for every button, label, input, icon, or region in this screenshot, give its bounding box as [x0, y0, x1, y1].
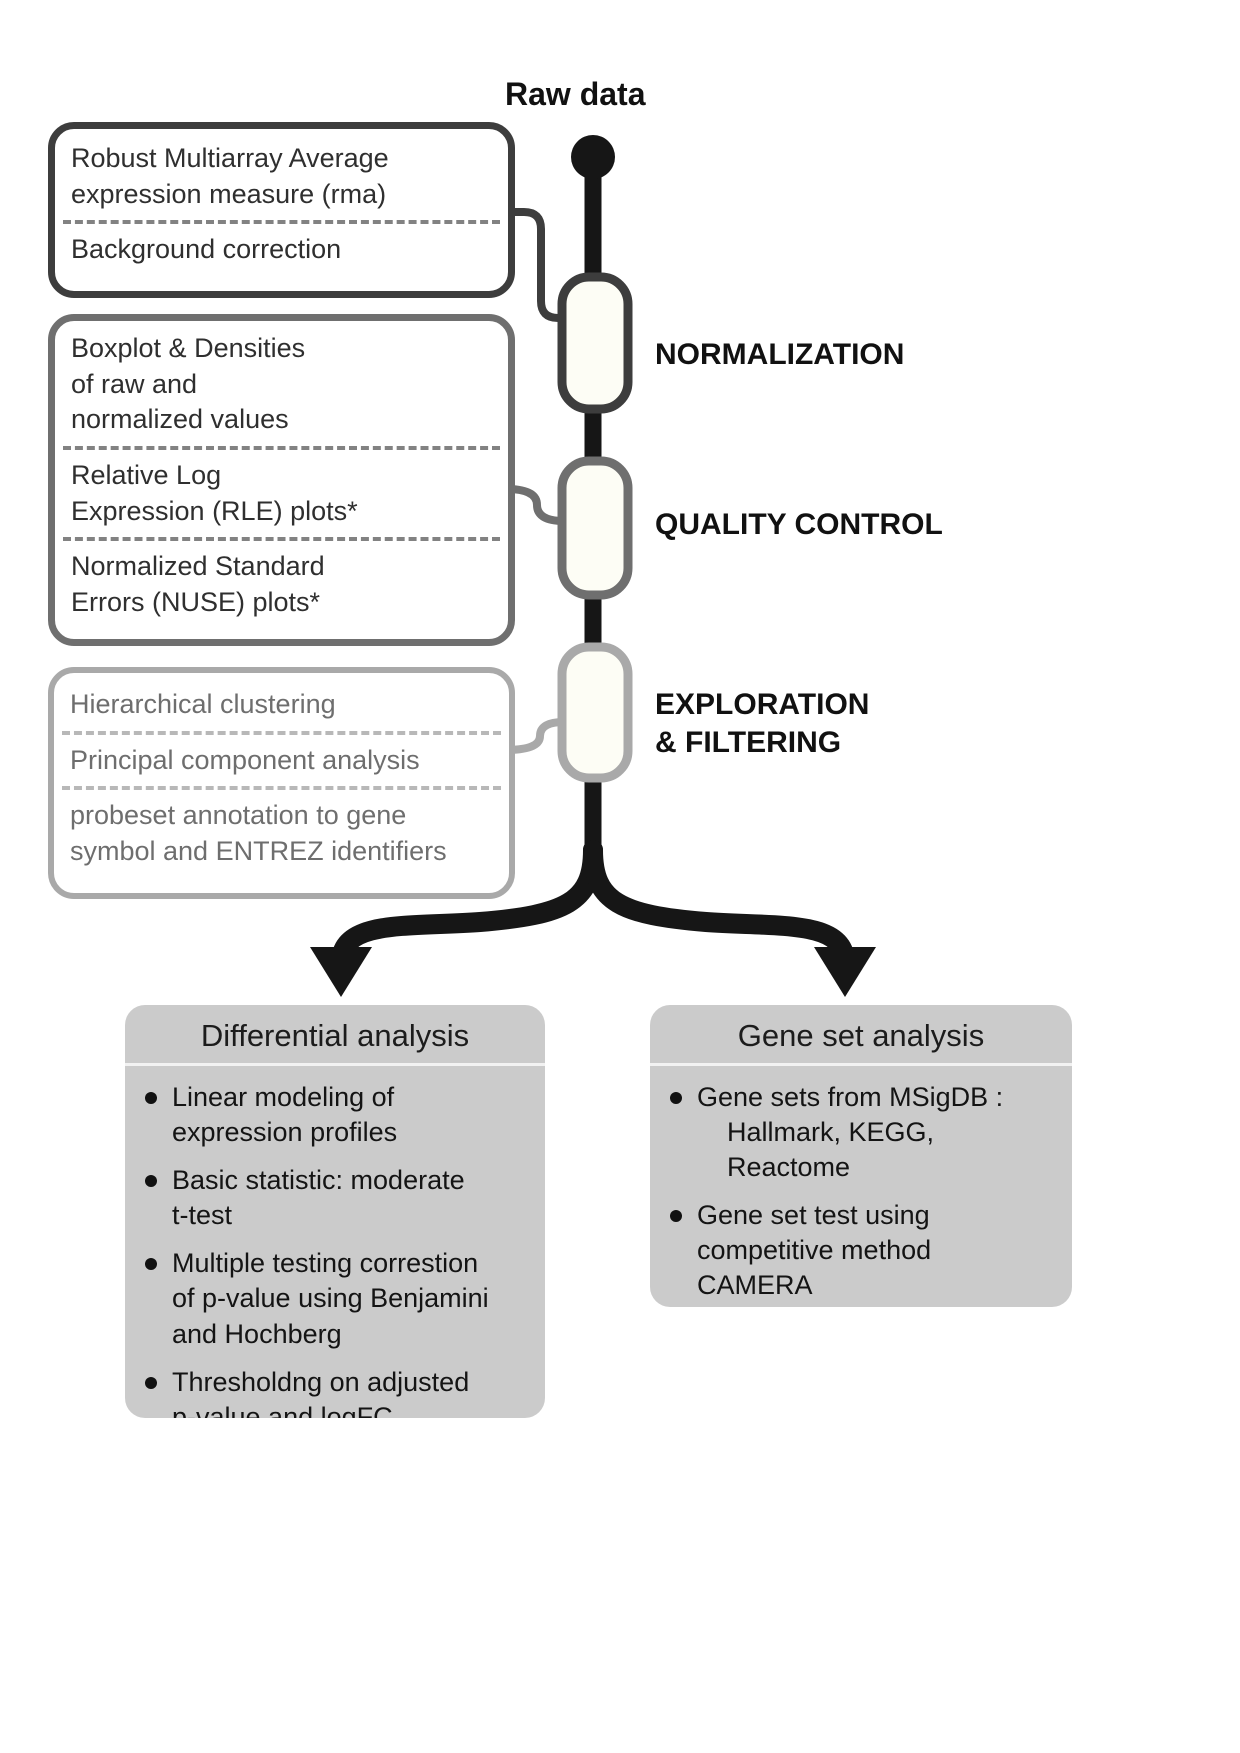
dashed-divider — [63, 537, 500, 542]
step-background-correction: Background correction — [71, 234, 342, 265]
exploration-steps-box: Hierarchical clustering Principal compon… — [48, 667, 515, 899]
step-hierarchical-clustering: Hierarchical clustering — [70, 689, 336, 719]
node-exploration — [557, 642, 633, 783]
raw-data-label: Raw data — [505, 76, 646, 112]
step-nuse-plots: Normalized Standard Errors (NUSE) plots* — [71, 551, 325, 617]
dashed-divider — [62, 730, 501, 735]
bullet-item: Gene set test using competitive method C… — [664, 1198, 1064, 1303]
dashed-divider — [63, 445, 500, 450]
differential-bullet-list: Linear modeling of expression profiles B… — [125, 1080, 545, 1418]
raw-data-dot — [571, 135, 615, 179]
node-quality-control — [557, 456, 633, 600]
branch-right-arm — [583, 840, 855, 970]
connector-quality-control — [505, 485, 565, 525]
differential-analysis-panel: Differential analysis Linear modeling of… — [125, 1005, 545, 1418]
bullet-item: Multiple testing correstion of p-value u… — [139, 1246, 537, 1351]
step-rle-plots: Relative Log Expression (RLE) plots* — [71, 459, 358, 526]
bullet-item: Gene sets from MSigDB : Hallmark, KEGG, … — [664, 1080, 1064, 1185]
panel-separator — [125, 1063, 545, 1066]
stage-label-exploration-filtering: EXPLORATION & FILTERING — [655, 688, 870, 760]
quality-control-steps-box: Boxplot & Densities of raw and normalize… — [48, 314, 515, 646]
gene-set-bullet-list: Gene sets from MSigDB : Hallmark, KEGG, … — [650, 1080, 1072, 1304]
stage-label-normalization: NORMALIZATION — [655, 338, 905, 371]
step-probeset-annotation: probeset annotation to gene symbol and E… — [70, 800, 447, 866]
dashed-divider — [62, 786, 501, 791]
arrow-down-left-icon — [310, 947, 372, 997]
connector-exploration — [505, 718, 565, 754]
gene-set-analysis-panel: Gene set analysis Gene sets from MSigDB … — [650, 1005, 1072, 1307]
bullet-item: Linear modeling of expression profiles — [139, 1080, 537, 1150]
step-boxplot-densities: Boxplot & Densities of raw and normalize… — [71, 333, 306, 435]
connector-normalization — [506, 208, 564, 322]
stage-label-quality-control: QUALITY CONTROL — [655, 508, 943, 541]
node-normalization — [557, 272, 633, 414]
panel-title-gene-set: Gene set analysis — [737, 1018, 985, 1053]
dashed-divider — [63, 220, 500, 225]
step-rma: Robust Multiarray Average expression mea… — [71, 143, 389, 209]
normalization-steps-box: Robust Multiarray Average expression mea… — [48, 122, 515, 298]
bullet-item: Basic statistic: moderate t-test — [139, 1163, 537, 1233]
panel-title-differential: Differential analysis — [200, 1018, 470, 1053]
panel-separator — [650, 1063, 1072, 1066]
arrow-down-right-icon — [814, 947, 876, 997]
branch-left-arm — [331, 840, 603, 970]
step-pca: Principal component analysis — [70, 744, 420, 775]
bullet-item: Thresholdng on adjusted p-value and logF… — [139, 1365, 537, 1418]
